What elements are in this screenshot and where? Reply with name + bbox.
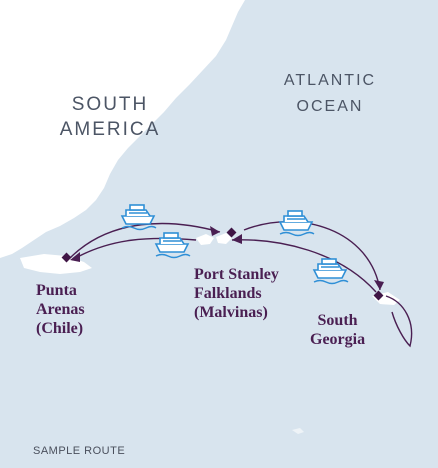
- label-atlantic-ocean: ATLANTIC OCEAN: [283, 72, 377, 115]
- arrowhead-ps: [210, 226, 220, 236]
- label-port-stanley: Port Stanley Falklands (Malvinas): [194, 266, 279, 321]
- arrowhead-pa: [70, 252, 80, 262]
- falklands-islands-east: [216, 233, 232, 244]
- minor-islands: [292, 428, 304, 434]
- sample-route-caption: SAMPLE ROUTE: [33, 445, 126, 457]
- arrowhead-sg-return: [232, 234, 242, 244]
- route-sg-loop: [385, 295, 413, 348]
- label-punta-arenas: Punta Arenas (Chile): [36, 282, 85, 337]
- route-ps-to-sg: [243, 221, 381, 291]
- falklands-islands: [196, 234, 214, 245]
- arrowhead-sg: [374, 280, 384, 290]
- port-marker-icon: [226, 227, 237, 238]
- route-pa-to-ps: [69, 222, 221, 259]
- port-marker-icon: [373, 290, 384, 301]
- label-south-america: SOUTH AMERICA: [59, 94, 161, 140]
- south-america-landmass: [0, 0, 245, 258]
- label-south-georgia: South Georgia: [310, 312, 366, 348]
- route-sg-to-ps: [231, 239, 377, 293]
- route-arrowheads: [70, 226, 384, 290]
